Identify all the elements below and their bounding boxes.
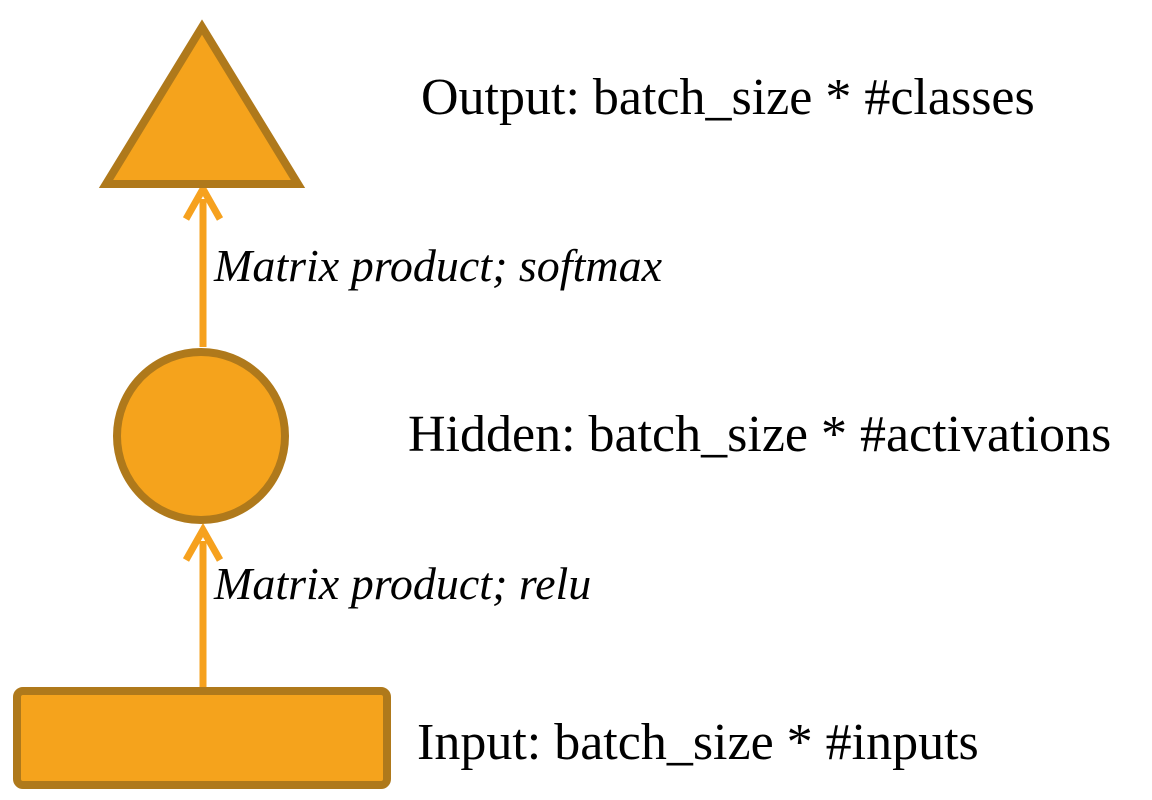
hidden-node-label: Hidden: batch_size * #activations: [408, 406, 1112, 463]
edge-label-softmax: Matrix product; softmax: [214, 240, 663, 291]
arrow-input-to-hidden: [182, 522, 224, 688]
edge-label-relu: Matrix product; relu: [214, 558, 592, 609]
input-rectangle-node: [13, 687, 391, 789]
arrowhead-up-icon: [182, 181, 224, 221]
hidden-circle-node: [113, 348, 289, 524]
arrowhead-up-icon: [182, 522, 224, 562]
output-node-label: Output: batch_size * #classes: [421, 69, 1035, 126]
input-node-label: Input: batch_size * #inputs: [417, 714, 979, 771]
arrow-hidden-to-output: [182, 181, 224, 347]
output-triangle-node: [98, 19, 306, 188]
